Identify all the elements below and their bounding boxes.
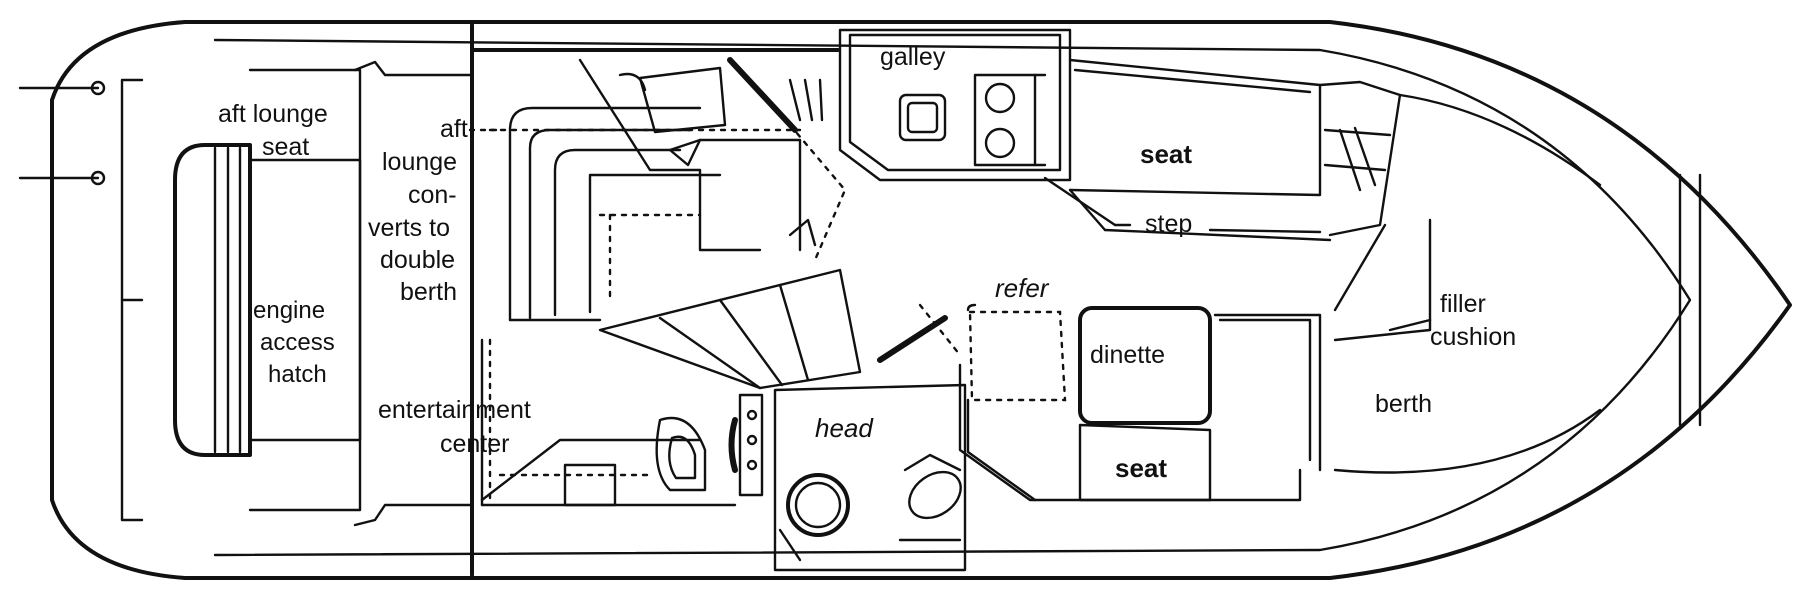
helm-seat <box>618 66 727 167</box>
partition <box>738 393 764 497</box>
label-entertainment-2: center <box>440 430 509 458</box>
stove-burner-1 <box>984 82 1016 114</box>
label-aft-lounge-conv-4: verts to <box>368 214 450 242</box>
vberth-bottom-edge <box>1333 408 1602 474</box>
wash-basin <box>563 463 617 507</box>
dinette-seat-bottom <box>1078 423 1212 502</box>
step-leader <box>1043 176 1117 227</box>
label-aft-lounge-seat-2: seat <box>262 133 309 161</box>
helm-wheel <box>788 218 817 247</box>
label-engine-3: hatch <box>268 361 327 388</box>
label-berth: berth <box>1375 390 1432 418</box>
helm-console <box>727 57 798 133</box>
companionway-stairs <box>578 58 862 390</box>
engine-access-hatch <box>248 158 362 442</box>
aft-lounge-seat <box>173 143 252 457</box>
dinette-area <box>958 306 1322 502</box>
label-head: head <box>815 413 874 443</box>
refer-line <box>877 315 948 363</box>
label-aft-lounge-conv-5: double <box>380 246 455 274</box>
label-filler-1: filler <box>1440 290 1486 318</box>
stern-ladder <box>18 80 106 186</box>
dinette-table <box>1078 306 1212 425</box>
cockpit-wing-top <box>353 60 472 77</box>
helm-levers <box>788 78 824 122</box>
label-aft-lounge-seat-1: aft lounge <box>218 100 328 128</box>
galley-stove <box>973 73 1037 167</box>
label-step: step <box>1145 210 1192 238</box>
galley-sink <box>898 93 947 142</box>
label-engine-2: access <box>260 329 335 356</box>
head-toilet <box>786 473 850 537</box>
cockpit-wing-bottom <box>353 503 472 527</box>
label-filler-2: cushion <box>1430 323 1516 351</box>
hull-outline <box>50 20 1792 580</box>
label-seat-forward: seat <box>1140 139 1192 169</box>
mid-toilet <box>655 416 707 492</box>
inner-deck-line <box>213 38 1692 557</box>
head-compartment <box>773 383 967 572</box>
vberth-divider <box>1333 223 1387 312</box>
refer-corner <box>966 303 977 312</box>
mid-cabin <box>480 338 764 507</box>
label-entertainment-1: entertainment <box>378 396 531 424</box>
label-dinette: dinette <box>1090 341 1165 369</box>
label-refer: refer <box>995 273 1050 303</box>
helm-dotted <box>788 123 847 262</box>
label-seat-dinette: seat <box>1115 453 1167 483</box>
filler-leader <box>1388 318 1432 332</box>
label-aft-lounge-conv-2: lounge <box>382 148 457 176</box>
filler-cushion <box>1333 218 1432 342</box>
aft-double-berth <box>488 106 802 322</box>
dinette-seat-right <box>1213 313 1322 472</box>
door-swing <box>728 417 738 473</box>
refer-box <box>968 310 1067 402</box>
head-sink <box>908 470 962 520</box>
vberth-top-edge <box>1398 93 1602 187</box>
stove-burner-2 <box>984 127 1016 159</box>
label-aft-lounge-conv-6: berth <box>400 278 457 306</box>
label-galley: galley <box>880 43 946 71</box>
label-engine-1: engine <box>253 297 325 324</box>
label-aft-lounge-conv-3: con- <box>408 181 457 209</box>
galley-counter <box>838 28 1072 182</box>
step-ladder <box>1318 80 1402 237</box>
refer-dotted <box>918 303 962 357</box>
forward-seat <box>1068 58 1332 242</box>
label-aft-lounge-conv-1: aft <box>440 115 468 143</box>
